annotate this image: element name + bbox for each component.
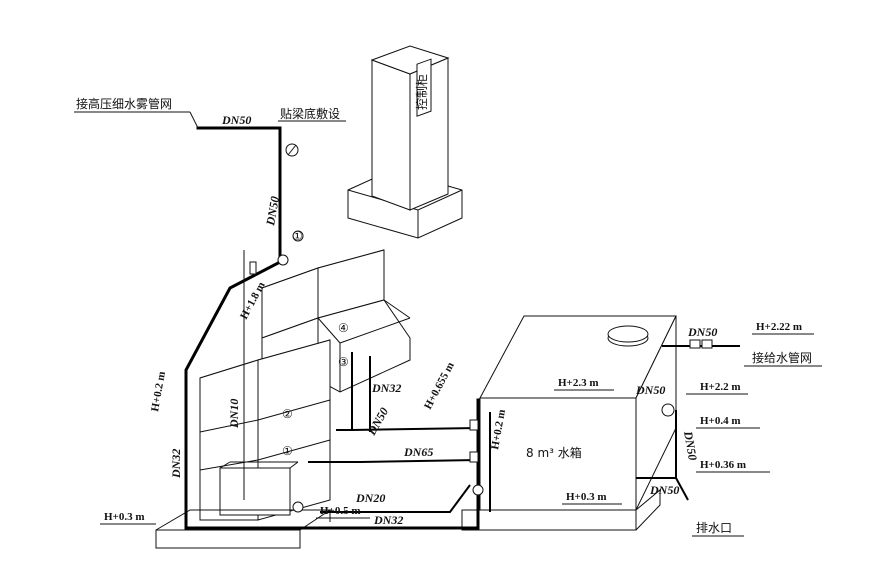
dn50-tank-right-label: DN50 — [635, 383, 665, 397]
elev-h-0-4: H+0.4 m — [700, 415, 741, 427]
marker-2: ② — [282, 407, 293, 421]
label-drain-outlet: 排水口 — [696, 521, 732, 535]
dn20-label: DN20 — [355, 491, 385, 505]
dn10-label: DN10 — [227, 399, 241, 429]
dn32-mid-label: DN32 — [371, 381, 401, 395]
elev-h-2-2: H+2.2 m — [700, 381, 741, 393]
cabinet-panel-text: 控制柜 — [415, 74, 429, 110]
elev-h-2-3: H+2.3 m — [558, 377, 599, 389]
unit-base-plinth — [155, 509, 332, 549]
dn50-vertical-label: DN50 — [263, 195, 282, 227]
water-tank-8m3 — [461, 315, 677, 531]
dn32-bottom-label: DN32 — [373, 513, 403, 527]
water-tank-label: 8 m³ 水箱 — [526, 445, 582, 460]
marker-1: ① — [282, 444, 293, 458]
dn50-supply-label: DN50 — [687, 325, 717, 339]
dn50-diag-label: DN50 — [364, 405, 391, 438]
marker-3: ③ — [338, 355, 349, 369]
elev-h-0-5: H+0.5 m — [320, 505, 361, 517]
marker-4: ④ — [338, 321, 349, 335]
dn50-top-label: DN50 — [221, 113, 251, 127]
valves-and-gauges — [249, 143, 713, 513]
dn50-drain-label: DN50 — [649, 483, 679, 497]
dn65-label: DN65 — [403, 445, 433, 459]
elev-h-0-2-left: H+0.2 m — [149, 371, 168, 413]
pipe-network — [184, 111, 740, 530]
dn32-left-label: DN32 — [169, 449, 183, 479]
elev-h-0-655: H+0.655 m — [422, 360, 457, 411]
control-cabinet: 控制柜 — [347, 45, 463, 239]
label-connect-water-supply: 接给水管网 — [752, 350, 812, 365]
label-under-beam-laying: 贴梁底敷设 — [280, 106, 340, 121]
valve-marker-1: ① — [292, 229, 303, 243]
elev-h-0-3-tank: H+0.3 m — [566, 491, 607, 503]
elev-h-0-3-left: H+0.3 m — [104, 511, 145, 523]
label-connect-mist-network: 接高压细水雾管网 — [76, 96, 172, 111]
dn50-overflow-label: DN50 — [681, 429, 700, 461]
elev-h-2-22: H+2.22 m — [756, 321, 802, 333]
tank-stack-front — [199, 339, 331, 521]
elev-h-0-36: H+0.36 m — [700, 459, 746, 471]
elevation-leaders — [100, 333, 814, 525]
